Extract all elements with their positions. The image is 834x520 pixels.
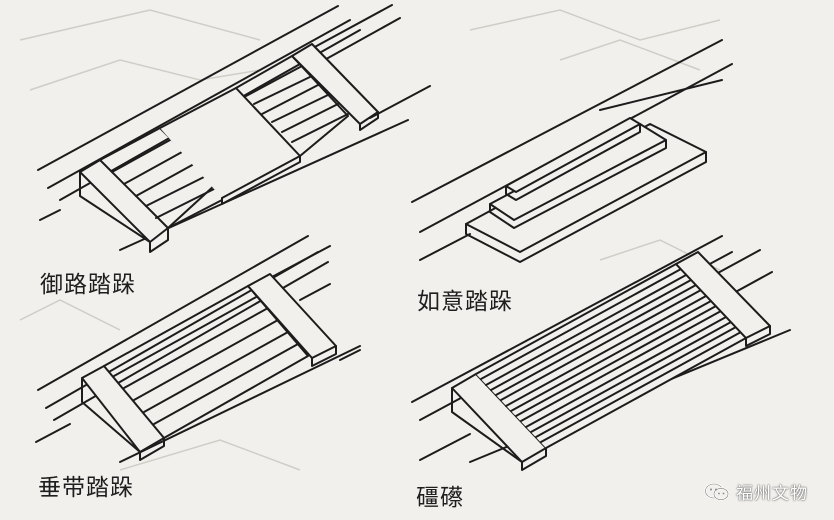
chuidai-steps-label: 垂带踏跺: [38, 475, 134, 501]
imperial-steps-drawing: [37, 4, 431, 253]
watermark: 福州文物: [704, 479, 808, 504]
chuidai-steps-drawing: [35, 235, 361, 463]
background-sketch: [19, 9, 721, 471]
ruyi-steps-label: 如意踏跺: [417, 289, 513, 315]
imperial-steps-label: 御路踏跺: [40, 272, 136, 298]
ramp-steps-label: 礓礤: [416, 485, 464, 511]
wechat-icon: [704, 482, 729, 501]
ruyi-steps-drawing: [411, 39, 733, 263]
ramp-steps-drawing: [411, 235, 791, 471]
watermark-text: 福州文物: [736, 484, 808, 504]
